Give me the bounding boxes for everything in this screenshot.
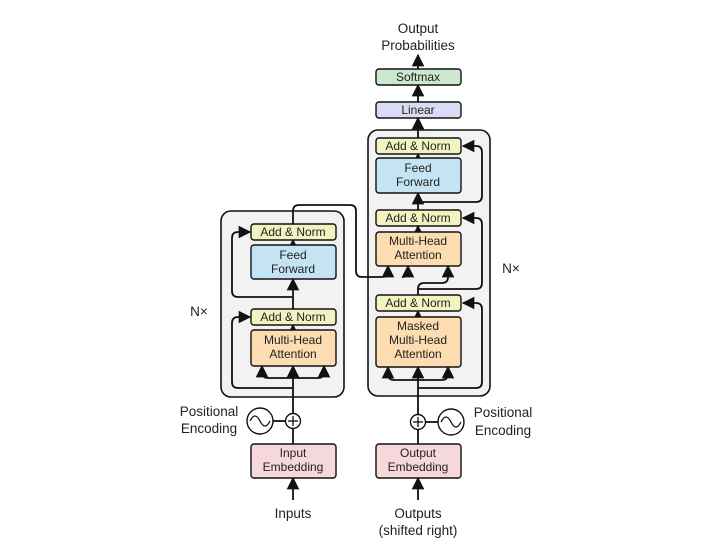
decoder-multi-head-attention	[375, 231, 462, 267]
encoder-positional-encoding: Positional Encoding	[180, 404, 302, 436]
encoder-mha-line2: Attention	[269, 347, 316, 361]
softmax-label: Softmax	[396, 70, 440, 84]
encoder-add-norm-bottom	[250, 308, 337, 326]
decoder-masked-line1: Masked	[397, 319, 439, 333]
encoder-repeat-label: N×	[190, 304, 208, 319]
decoder-mha-line2: Attention	[394, 248, 441, 262]
decoder-repeat-label: N×	[502, 261, 520, 276]
decoder-mha-line1: Multi-Head	[389, 234, 447, 248]
decoder-output-embedding	[375, 443, 462, 479]
encoder-add-norm-top-label: Add & Norm	[260, 225, 325, 239]
decoder-ff-line2: Forward	[396, 175, 440, 189]
encoder-connections	[231, 204, 415, 500]
encoder-add-norm-top	[250, 223, 337, 241]
linear-layer	[375, 101, 462, 119]
encoder-pos-line2: Encoding	[181, 421, 237, 436]
decoder-pos-line1: Positional	[474, 405, 533, 420]
decoder-masked-multi-head-attention	[375, 316, 462, 368]
encoder-ff-line1: Feed	[279, 248, 306, 262]
encoder-feed-forward	[250, 244, 337, 280]
decoder-add-norm-bottom	[375, 294, 462, 312]
encoder-multi-head-attention	[250, 329, 337, 367]
decoder-pos-line2: Encoding	[475, 423, 531, 438]
encoder-emb-line2: Embedding	[263, 460, 324, 474]
decoder-add-norm-bottom-label: Add & Norm	[385, 296, 450, 310]
decoder-input-label-line1: Outputs	[394, 506, 442, 521]
decoder-masked-line3: Attention	[394, 347, 441, 361]
linear-label: Linear	[401, 103, 434, 117]
decoder-add-norm-top	[375, 137, 462, 155]
encoder-emb-line1: Input	[280, 446, 307, 460]
decoder-add-norm-mid	[375, 209, 462, 227]
encoder-add-norm-bottom-label: Add & Norm	[260, 310, 325, 324]
encoder-pos-line1: Positional	[180, 404, 239, 419]
decoder-masked-line2: Multi-Head	[389, 333, 447, 347]
decoder-emb-line2: Embedding	[388, 460, 449, 474]
output-label-line1: Output	[398, 21, 439, 36]
decoder-add-norm-top-label: Add & Norm	[385, 139, 450, 153]
decoder-input-label-line2: (shifted right)	[379, 523, 458, 538]
decoder-connections	[381, 53, 483, 500]
encoder-input-label: Inputs	[275, 506, 312, 521]
decoder-emb-line1: Output	[400, 446, 437, 460]
encoder-input-embedding	[250, 443, 337, 479]
decoder-feed-forward	[375, 157, 462, 194]
decoder-add-norm-mid-label: Add & Norm	[385, 211, 450, 225]
encoder-mha-line1: Multi-Head	[264, 333, 322, 347]
decoder-ff-line1: Feed	[404, 161, 431, 175]
softmax-layer	[375, 68, 462, 86]
output-label-line2: Probabilities	[381, 38, 455, 53]
encoder-ff-line2: Forward	[271, 262, 315, 276]
decoder-positional-encoding: Positional Encoding	[409, 405, 533, 438]
